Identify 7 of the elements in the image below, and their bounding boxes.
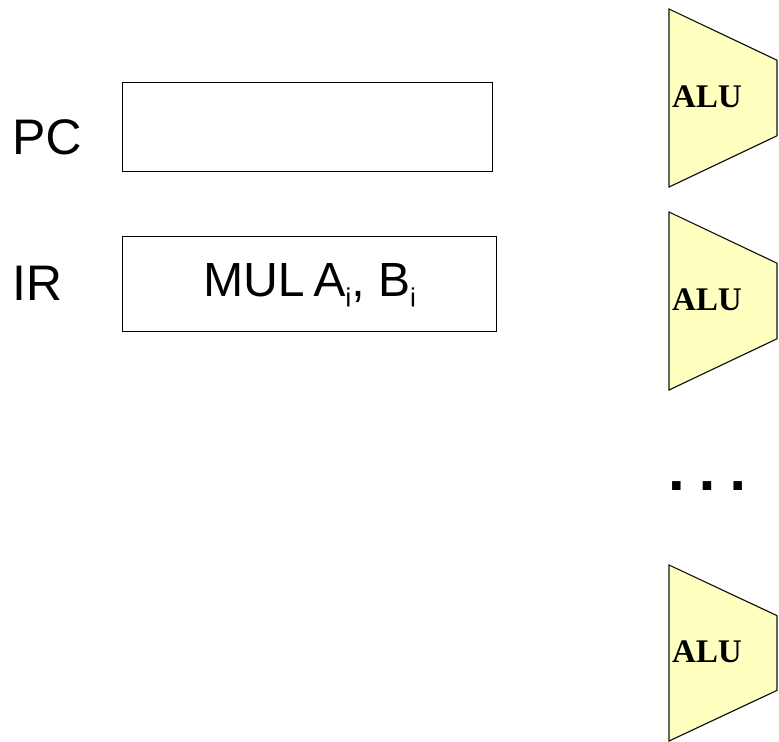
register-label: IR (12, 258, 62, 308)
alu-label: ALU (672, 81, 742, 114)
ellipsis-text: ... (668, 440, 760, 500)
alu-label: ALU (672, 636, 742, 669)
instruction-text: MUL A$_{i}$, B$_{i}$ (203, 257, 416, 311)
register-label: PC (12, 112, 82, 162)
alu-label: ALU (672, 284, 742, 317)
